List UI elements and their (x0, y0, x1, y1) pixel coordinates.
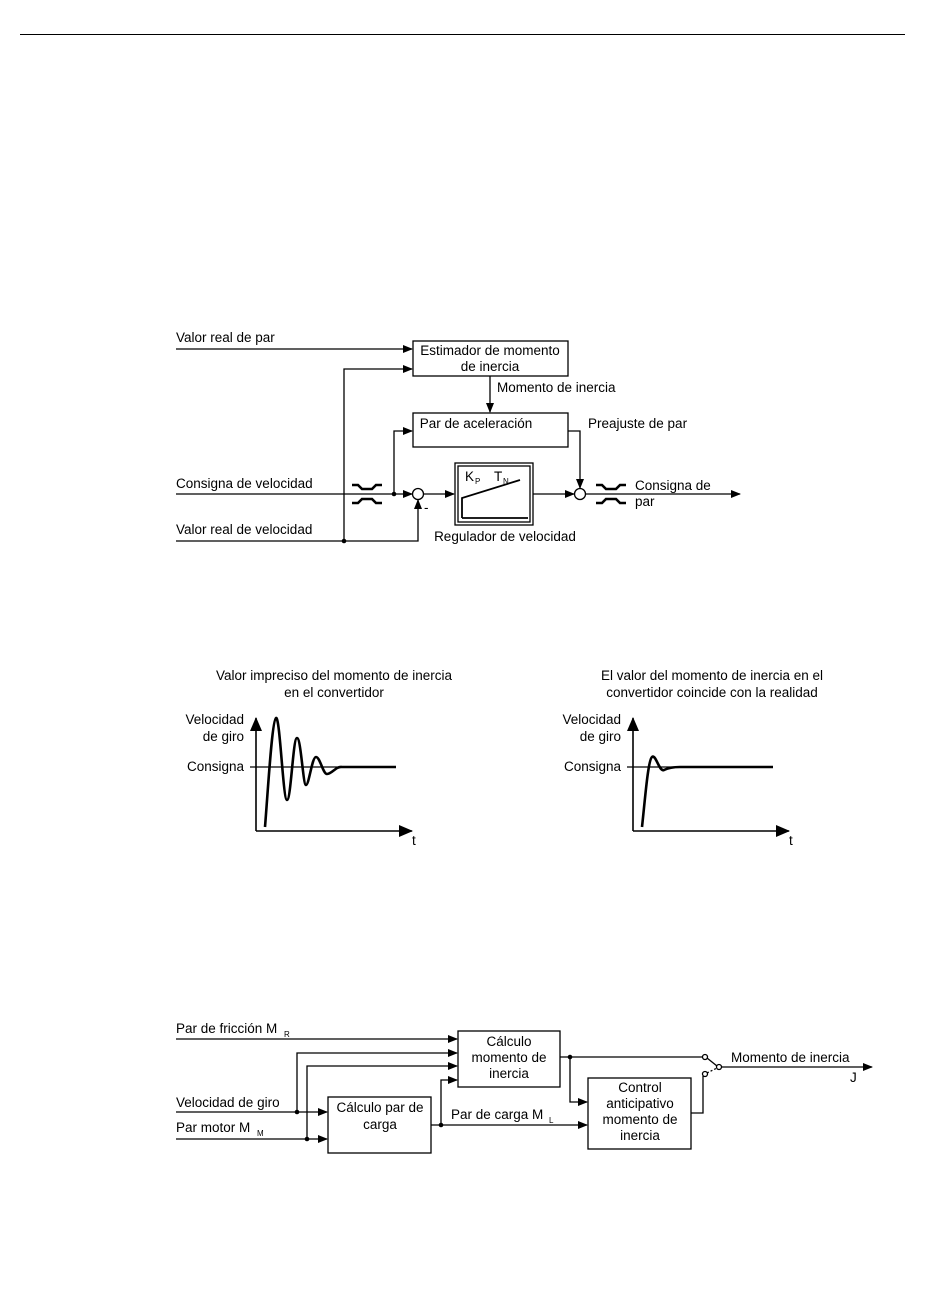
line-real-velocidad-to-estimador (343, 365, 413, 541)
filter-symbol-1-bottom (352, 497, 382, 505)
regulador-pi-curve (461, 479, 521, 518)
graph-left-ylabel-1: Velocidad (185, 712, 244, 727)
estimador-label-1: Estimador de momento (420, 343, 560, 358)
calculo-par-carga-label-2: carga (363, 1117, 397, 1132)
line-real-velocidad-to-sum (344, 499, 422, 542)
line-motor-to-calculo (306, 1062, 458, 1139)
speed-controller-diagram: Valor real de par Estimador de momento d… (176, 330, 741, 544)
control-label-3: momento de (602, 1112, 677, 1127)
line-velocidad-to-calculo (296, 1049, 458, 1112)
graph-left-ylabel-2: de giro (203, 729, 244, 744)
inertia-estimator-diagram: Par de fricción M R Cálculo momento de i… (176, 1021, 873, 1154)
filter-symbol-2-top (596, 483, 626, 491)
label-consigna-par-2: par (635, 494, 655, 509)
graph-right-ylabel-1: Velocidad (562, 712, 621, 727)
summing-junction-1 (411, 487, 425, 501)
line-calculo-to-control (569, 1057, 588, 1106)
label-par-carga: Par de carga M (451, 1107, 543, 1122)
switch-pivot (715, 1063, 723, 1071)
graph-left-setpoint-label: Consigna (187, 759, 245, 774)
graph-right-title-2: convertidor coincide con la realidad (606, 685, 818, 700)
label-tn-sub: N (503, 477, 509, 486)
calculo-momento-label-2: momento de (471, 1050, 546, 1065)
label-momento-inercia: Momento de inercia (497, 380, 616, 395)
graph-right-ylabel-2: de giro (580, 729, 621, 744)
control-label-1: Control (618, 1080, 662, 1095)
summing-junction-2 (573, 487, 587, 501)
graph-left-title-1: Valor impreciso del momento de inercia (216, 668, 453, 683)
label-par-carga-sub: L (549, 1116, 554, 1125)
graph-right-response-curve (640, 755, 773, 828)
line-carga-to-calculo (440, 1076, 458, 1125)
label-preajuste-par: Preajuste de par (588, 416, 688, 431)
graph-left: Valor impreciso del momento de inercia e… (185, 668, 452, 848)
control-label-2: anticipativo (606, 1096, 674, 1111)
graph-right-setpoint-label: Consigna (564, 759, 622, 774)
graph-left-title-2: en el convertidor (284, 685, 384, 700)
label-par-friccion-sub: R (284, 1030, 290, 1039)
junction-real-velocidad (341, 538, 347, 544)
label-valor-real-par: Valor real de par (176, 330, 275, 345)
label-regulador-velocidad: Regulador de velocidad (434, 529, 576, 544)
calculo-momento-box (457, 1030, 561, 1088)
label-j: J (850, 1070, 857, 1085)
label-kp: K (465, 469, 474, 484)
control-anticipativo-box (587, 1077, 692, 1150)
line-control-out (691, 1076, 704, 1114)
line-consigna-to-aceleracion (393, 427, 413, 494)
par-aceleracion-label: Par de aceleración (420, 416, 533, 431)
estimador-label-2: de inercia (461, 359, 520, 374)
header-rule (20, 34, 905, 35)
label-par-friccion: Par de fricción M (176, 1021, 277, 1036)
label-par-motor-sub: M (257, 1129, 264, 1138)
label-tn: T (494, 469, 502, 484)
graph-right-title-1: El valor del momento de inercia en el (601, 668, 823, 683)
label-par-motor: Par motor M (176, 1120, 250, 1135)
graph-right-xlabel: t (789, 833, 793, 848)
switch-contact-bottom (701, 1070, 709, 1078)
switch-lever (706, 1057, 718, 1067)
label-consigna-par-1: Consigna de (635, 478, 711, 493)
par-aceleracion-box (412, 412, 569, 448)
filter-symbol-2-bottom (596, 497, 626, 505)
graph-right: El valor del momento de inercia en el co… (562, 668, 823, 848)
label-valor-real-velocidad: Valor real de velocidad (176, 522, 312, 537)
calculo-momento-label-1: Cálculo (486, 1034, 531, 1049)
label-consigna-velocidad: Consigna de velocidad (176, 476, 313, 491)
graph-left-xlabel: t (412, 833, 416, 848)
label-minus: - (424, 500, 429, 515)
junction-consigna (391, 491, 397, 497)
filter-symbol-1-top (352, 483, 382, 491)
calculo-par-carga-label-1: Cálculo par de (336, 1100, 423, 1115)
graph-left-response-curve (263, 716, 396, 828)
label-velocidad-giro: Velocidad de giro (176, 1095, 280, 1110)
switch-contact-top (701, 1053, 709, 1061)
control-label-4: inercia (620, 1128, 660, 1143)
regulador-box-inner (457, 465, 531, 523)
line-preajuste-par (568, 430, 584, 489)
label-momento-inercia-out: Momento de inercia (731, 1050, 850, 1065)
calculo-momento-label-3: inercia (489, 1066, 529, 1081)
label-kp-sub: P (475, 477, 480, 486)
switch-alt-lever (706, 1067, 718, 1074)
